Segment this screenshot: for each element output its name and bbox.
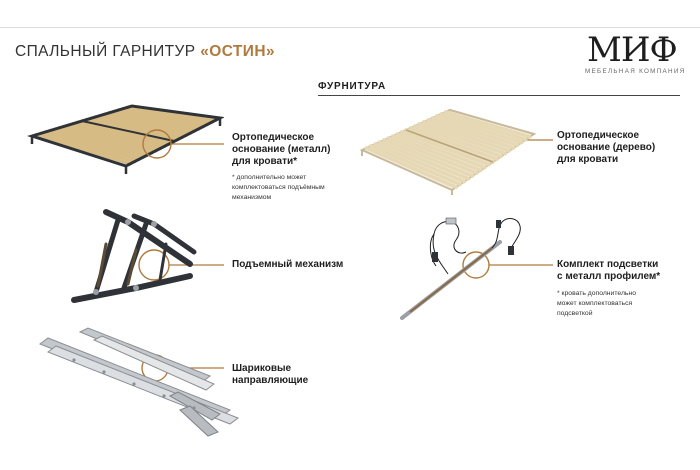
- metal-base-slat: [57, 126, 154, 155]
- metal-base-slat: [98, 113, 192, 135]
- ball-slides-label-line-1: Шариковые: [232, 363, 292, 374]
- lighting-kit-note-line-2: может комплектоваться: [557, 300, 633, 307]
- lighting-kit-label-line-1: Комплект подсветки: [557, 259, 659, 270]
- metal-base-note-line-2: комплектоваться подъёмным: [232, 184, 325, 191]
- metal-base-slat: [34, 132, 132, 166]
- ball-slides-label: Шариковые направляющие: [232, 363, 308, 387]
- metal-base-slat: [116, 108, 209, 127]
- wood-base-slat: [443, 110, 532, 139]
- metal-base-label: Ортопедическое основание (металл) для кр…: [232, 132, 330, 168]
- lighting-kit-illustration: [400, 212, 530, 322]
- metal-base-slat: [39, 131, 137, 164]
- section-title: ФУРНИТУРА: [318, 81, 386, 92]
- wood-base-illustration: [354, 104, 540, 196]
- wood-base-slat: [395, 132, 487, 170]
- page-title: СПАЛЬНЫЙ ГАРНИТУР «ОСТИН»: [15, 43, 275, 61]
- company-logo: МИФ МЕБЕЛЬНАЯ КОМПАНИЯ: [583, 30, 693, 80]
- metal-base-label-line-1: Ортопедическое: [232, 132, 315, 143]
- wood-base-drawing: [359, 108, 537, 195]
- metal-base-label-line-2: основание (металл): [232, 144, 331, 155]
- metal-base-slat: [43, 130, 141, 162]
- metal-base-label-line-3: для кровати*: [232, 156, 298, 167]
- metal-base-slat: [103, 112, 197, 133]
- ball-slides-drawing: [38, 327, 240, 437]
- metal-base-note-line-3: механизмом: [232, 194, 272, 201]
- metal-base-note: * дополнительно может комплектоваться по…: [232, 173, 325, 203]
- metal-base-slat: [112, 109, 205, 129]
- wood-base-slat: [399, 130, 491, 167]
- metal-base-slat: [48, 128, 145, 159]
- wood-base-slat: [373, 142, 467, 184]
- wood-base-slat: [377, 140, 471, 181]
- metal-base-slat: [125, 105, 218, 122]
- ball-slides-label-line-2: направляющие: [232, 375, 309, 386]
- metal-base-slat: [62, 124, 158, 153]
- wood-base-slat: [430, 116, 520, 148]
- lift-mechanism-label-line-1: Подъемный механизм: [232, 259, 344, 270]
- wood-base-slat: [412, 124, 503, 159]
- lighting-kit-label: Комплект подсветки с металл профилем*: [557, 259, 660, 283]
- lighting-kit-label-line-2: с металл профилем*: [557, 271, 661, 282]
- metal-base-drawing: [26, 104, 224, 174]
- wood-base-slat: [368, 144, 462, 187]
- wood-base-label-line-2: основание (дерево): [557, 142, 656, 153]
- title-prefix: СПАЛЬНЫЙ ГАРНИТУР: [15, 43, 201, 60]
- metal-base-slat: [107, 111, 201, 131]
- metal-base-note-line-1: * дополнительно может: [232, 174, 307, 181]
- section-divider: [318, 95, 680, 96]
- title-collection-name: «ОСТИН»: [200, 43, 275, 60]
- wood-base-slat: [386, 136, 479, 175]
- wood-base-slat: [421, 120, 512, 153]
- wood-base-slat: [390, 134, 483, 173]
- lighting-kit-drawing: [400, 217, 521, 320]
- wood-base-slat: [417, 122, 508, 156]
- wood-base-slat: [382, 138, 475, 178]
- wood-base-label: Ортопедическое основание (дерево) для кр…: [557, 130, 655, 166]
- lift-mechanism-label: Подъемный механизм: [232, 259, 343, 271]
- wood-base-slat: [435, 114, 524, 145]
- lift-mechanism-illustration: [66, 204, 198, 312]
- wood-base-slat: [439, 112, 528, 142]
- wood-base-label-line-3: для кровати: [557, 154, 619, 165]
- lift-mechanism-drawing: [71, 209, 197, 303]
- metal-base-slat: [53, 127, 150, 157]
- lighting-kit-note-line-3: подсветкой: [557, 310, 593, 317]
- wood-base-slat: [364, 146, 458, 189]
- wood-base-slat: [408, 126, 499, 162]
- ball-slides-illustration: [34, 326, 244, 438]
- lighting-kit-note: * кровать дополнительно может комплектов…: [557, 289, 636, 319]
- lighting-kit-note-line-1: * кровать дополнительно: [557, 290, 636, 297]
- wood-base-label-line-1: Ортопедическое: [557, 130, 640, 141]
- wood-base-slat: [426, 118, 516, 150]
- metal-base-illustration: [22, 100, 224, 176]
- top-divider: [0, 27, 700, 28]
- metal-base-slat: [121, 107, 214, 125]
- logo-subtitle: МЕБЕЛЬНАЯ КОМПАНИЯ: [585, 68, 686, 75]
- logo-mark: МИФ: [587, 30, 678, 70]
